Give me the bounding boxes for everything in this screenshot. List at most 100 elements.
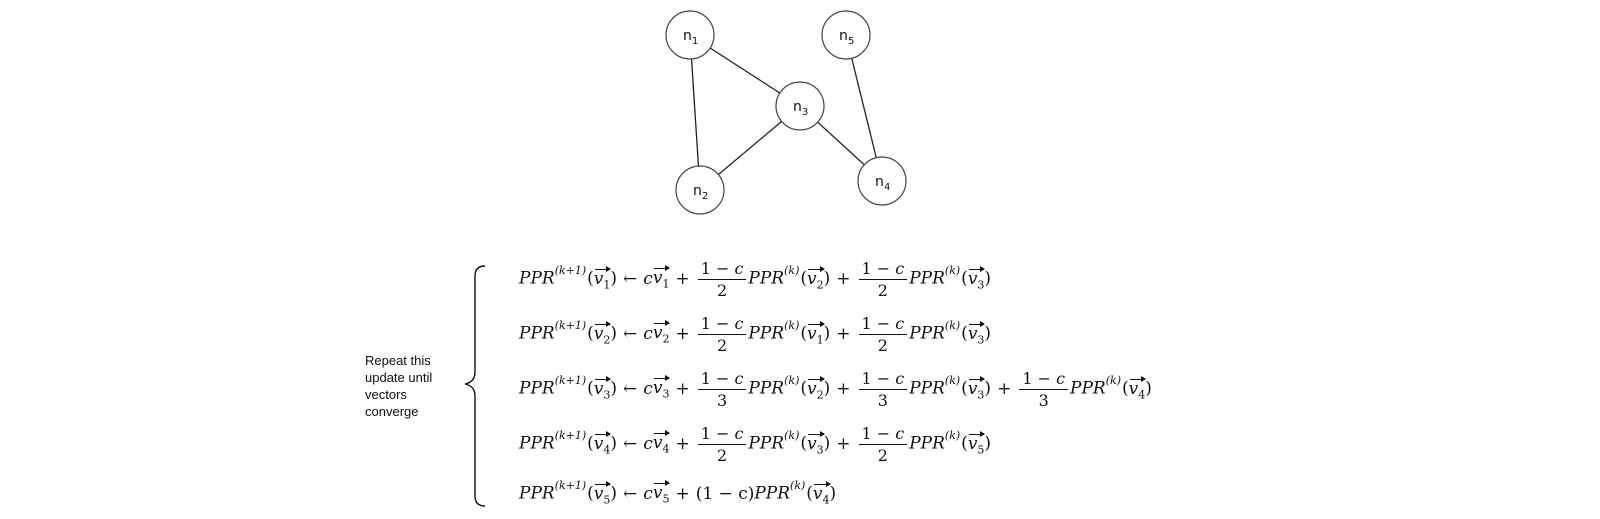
close-paren: ) bbox=[610, 323, 618, 344]
ppr-iteration: (k) bbox=[784, 263, 800, 277]
plus-sign: + bbox=[675, 269, 690, 289]
update-arrow: ← bbox=[623, 269, 638, 289]
vector-v: v2 bbox=[807, 375, 825, 402]
fraction-denominator: 2 bbox=[716, 445, 728, 465]
restart-coefficient: c bbox=[643, 434, 653, 454]
close-paren: ) bbox=[984, 378, 992, 399]
vector-index: 5 bbox=[603, 493, 611, 507]
restart-coefficient: c bbox=[643, 484, 653, 504]
paren-coefficient: (1 − c) bbox=[695, 484, 755, 504]
ppr-iteration: (k) bbox=[944, 428, 961, 442]
plus-sign: + bbox=[675, 379, 690, 399]
ppr-term: PPR(k+1)(v4) bbox=[519, 429, 618, 457]
close-paren: ) bbox=[984, 433, 992, 454]
fraction-denominator: 2 bbox=[716, 335, 728, 355]
close-paren: ) bbox=[610, 433, 618, 454]
vector-v: v3 bbox=[967, 265, 986, 292]
ppr-name: PPR bbox=[519, 378, 555, 399]
vector-v: v4 bbox=[812, 480, 831, 507]
open-paren: ( bbox=[587, 268, 594, 289]
ppr-term: PPR(k)(v2) bbox=[748, 263, 831, 291]
vector-index: 3 bbox=[977, 278, 985, 292]
vector-index: 4 bbox=[603, 443, 611, 457]
ppr-iteration: (k) bbox=[784, 318, 800, 332]
vector-v: v3 bbox=[593, 375, 612, 402]
ppr-name: PPR bbox=[519, 433, 555, 454]
vector-v: v5 bbox=[652, 479, 671, 506]
open-paren: ( bbox=[587, 433, 594, 454]
ppr-name: PPR bbox=[519, 483, 555, 504]
vector-index: 3 bbox=[816, 443, 824, 457]
fraction-denominator: 3 bbox=[716, 390, 728, 410]
node-index: 3 bbox=[802, 107, 808, 118]
vector-index: 1 bbox=[603, 278, 611, 292]
edge-n1-n2 bbox=[689, 34, 701, 191]
ppr-term: PPR(k+1)(v1) bbox=[519, 264, 617, 292]
open-paren: ( bbox=[961, 268, 968, 289]
close-paren: ) bbox=[610, 378, 618, 399]
fraction-denominator: 3 bbox=[877, 390, 888, 410]
fraction-numerator: 1 − c bbox=[858, 314, 908, 335]
ppr-name: PPR bbox=[519, 323, 555, 344]
plus-sign: + bbox=[836, 324, 851, 344]
vector-v: v5 bbox=[967, 430, 986, 457]
ppr-term: PPR(k)(v2) bbox=[748, 374, 831, 402]
open-paren: ( bbox=[587, 323, 594, 344]
vector-v: v3 bbox=[967, 320, 986, 347]
ppr-name: PPR bbox=[748, 433, 785, 454]
ppr-term: PPR(k)(v3) bbox=[748, 429, 831, 457]
node-circle bbox=[857, 156, 907, 206]
open-paren: ( bbox=[800, 323, 807, 344]
update-arrow: ← bbox=[623, 324, 638, 344]
open-paren: ( bbox=[1121, 378, 1129, 399]
ppr-name: PPR bbox=[748, 268, 785, 289]
node-circle bbox=[821, 10, 871, 60]
close-paren: ) bbox=[823, 378, 831, 399]
ppr-name: PPR bbox=[909, 323, 945, 344]
ppr-name: PPR bbox=[754, 483, 791, 504]
ppr-term: PPR(k+1)(v2) bbox=[519, 319, 618, 346]
ppr-name: PPR bbox=[909, 268, 945, 289]
close-paren: ) bbox=[823, 268, 831, 289]
plus-sign: + bbox=[675, 434, 690, 454]
fraction-numerator: 1 − c bbox=[697, 424, 747, 445]
ppr-term: PPR(k)(v5) bbox=[909, 428, 992, 457]
vector-index: 3 bbox=[977, 333, 985, 347]
vector-v: v1 bbox=[652, 264, 671, 291]
fraction-numerator: 1 − c bbox=[1019, 369, 1069, 390]
ppr-name: PPR bbox=[748, 378, 785, 399]
close-paren: ) bbox=[823, 433, 831, 454]
node-circle bbox=[775, 81, 825, 131]
restart-coefficient: c bbox=[643, 379, 653, 399]
vector-index: 4 bbox=[662, 442, 670, 456]
plus-sign: + bbox=[997, 379, 1012, 399]
ppr-iteration: (k) bbox=[790, 478, 806, 492]
plus-sign: + bbox=[836, 379, 851, 399]
close-paren: ) bbox=[984, 268, 992, 289]
vector-index: 2 bbox=[816, 388, 824, 402]
vector-index: 2 bbox=[662, 332, 670, 346]
vector-index: 3 bbox=[662, 387, 670, 401]
update-arrow: ← bbox=[623, 379, 638, 399]
ppr-term: PPR(k+1)(v5) bbox=[519, 479, 617, 507]
fraction-numerator: 1 − c bbox=[858, 259, 908, 280]
vector-v: v3 bbox=[652, 374, 671, 401]
ppr-term: PPR(k)(v3) bbox=[909, 319, 991, 347]
node-label: n bbox=[793, 99, 802, 115]
update-arrow: ← bbox=[623, 434, 638, 454]
ppr-iteration: (k) bbox=[944, 373, 961, 387]
